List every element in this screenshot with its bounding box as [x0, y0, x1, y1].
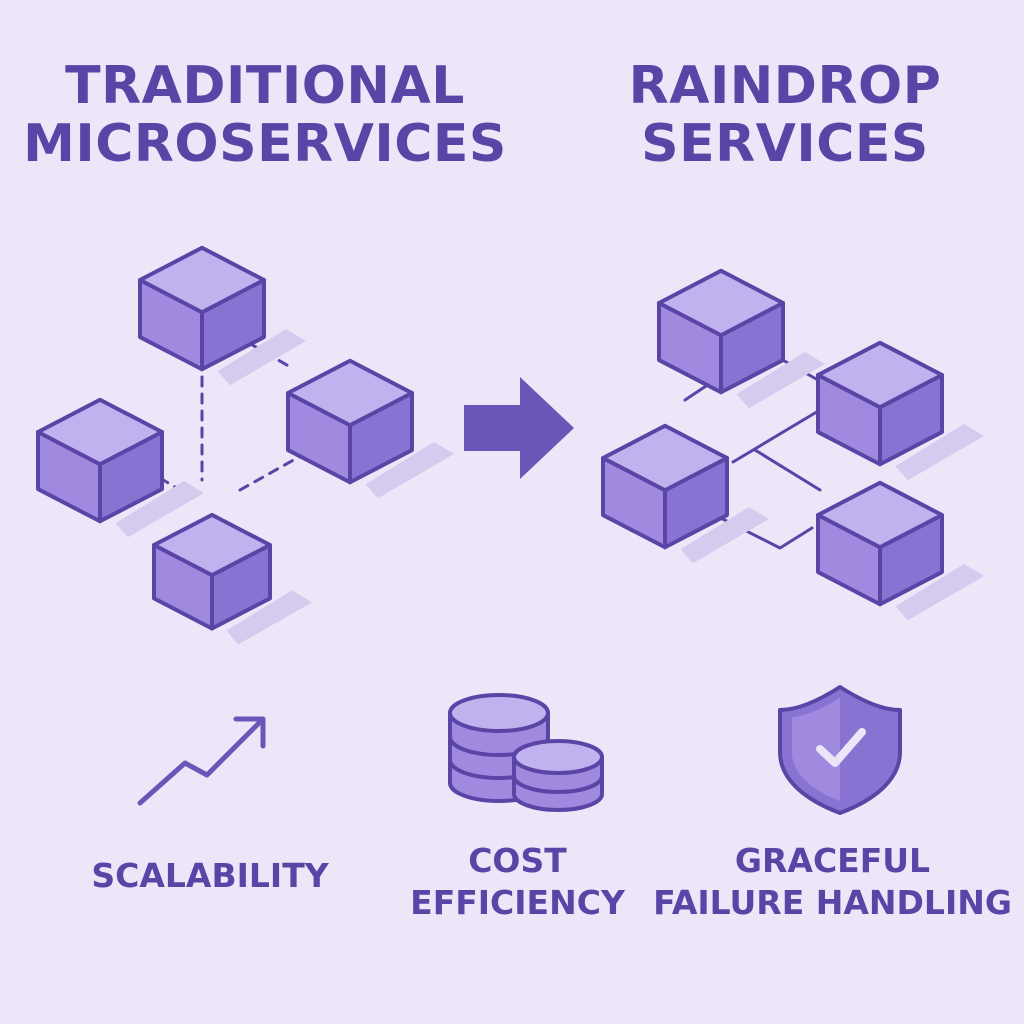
- raindrop-services-title: RAINDROP SERVICES: [560, 57, 1010, 173]
- title-line: RAINDROP: [628, 56, 942, 116]
- caption-line: EFFICIENCY: [410, 883, 625, 922]
- cube-shadow: [115, 481, 204, 538]
- service-cube-icon: [657, 268, 825, 409]
- raindrop-cubes: [601, 268, 984, 621]
- caption-line: COST: [468, 841, 567, 880]
- cube-shadow: [736, 352, 825, 409]
- graceful-failure-handling-label: GRACEFUL FAILURE HANDLING: [640, 840, 1024, 924]
- cost-efficiency-label: COST EFFICIENCY: [375, 840, 660, 924]
- service-cube-icon: [601, 423, 769, 564]
- title-line: MICROSERVICES: [23, 114, 507, 174]
- service-cube-icon: [816, 480, 984, 621]
- cube-top-face: [152, 512, 272, 578]
- cube-shadow: [217, 329, 306, 386]
- cube-top-face: [816, 480, 944, 550]
- cube-top-face: [138, 245, 266, 315]
- caption-line: FAILURE HANDLING: [653, 883, 1012, 922]
- cube-shadow: [365, 442, 454, 499]
- service-cube-icon: [138, 245, 306, 386]
- trending-up-icon: [137, 716, 266, 806]
- service-cube-icon: [36, 397, 204, 538]
- connector-line: [731, 408, 822, 464]
- cube-top-face: [36, 397, 164, 467]
- cube-top-face: [816, 340, 944, 410]
- coin-stack-icon: [448, 693, 604, 812]
- service-cube-icon: [816, 340, 984, 481]
- scalability-label: SCALABILITY: [50, 855, 370, 897]
- service-cube-icon: [152, 512, 312, 645]
- cube-shadow: [226, 590, 312, 645]
- shield-check-icon: [778, 685, 902, 815]
- cube-top-face: [286, 358, 414, 428]
- caption-line: SCALABILITY: [91, 856, 329, 895]
- caption-line: GRACEFUL: [734, 841, 931, 880]
- traditional-microservices-title: TRADITIONAL MICROSERVICES: [20, 57, 510, 173]
- cube-shadow: [895, 564, 984, 621]
- cube-top-face: [657, 268, 785, 338]
- connector-line: [753, 448, 822, 492]
- cube-shadow: [895, 424, 984, 481]
- service-cube-icon: [286, 358, 454, 499]
- cube-top-face: [601, 423, 729, 493]
- traditional-cubes: [36, 245, 454, 645]
- title-line: TRADITIONAL: [65, 56, 465, 116]
- right-arrow-icon: [464, 377, 574, 479]
- cube-shadow: [680, 507, 769, 564]
- title-line: SERVICES: [641, 114, 929, 174]
